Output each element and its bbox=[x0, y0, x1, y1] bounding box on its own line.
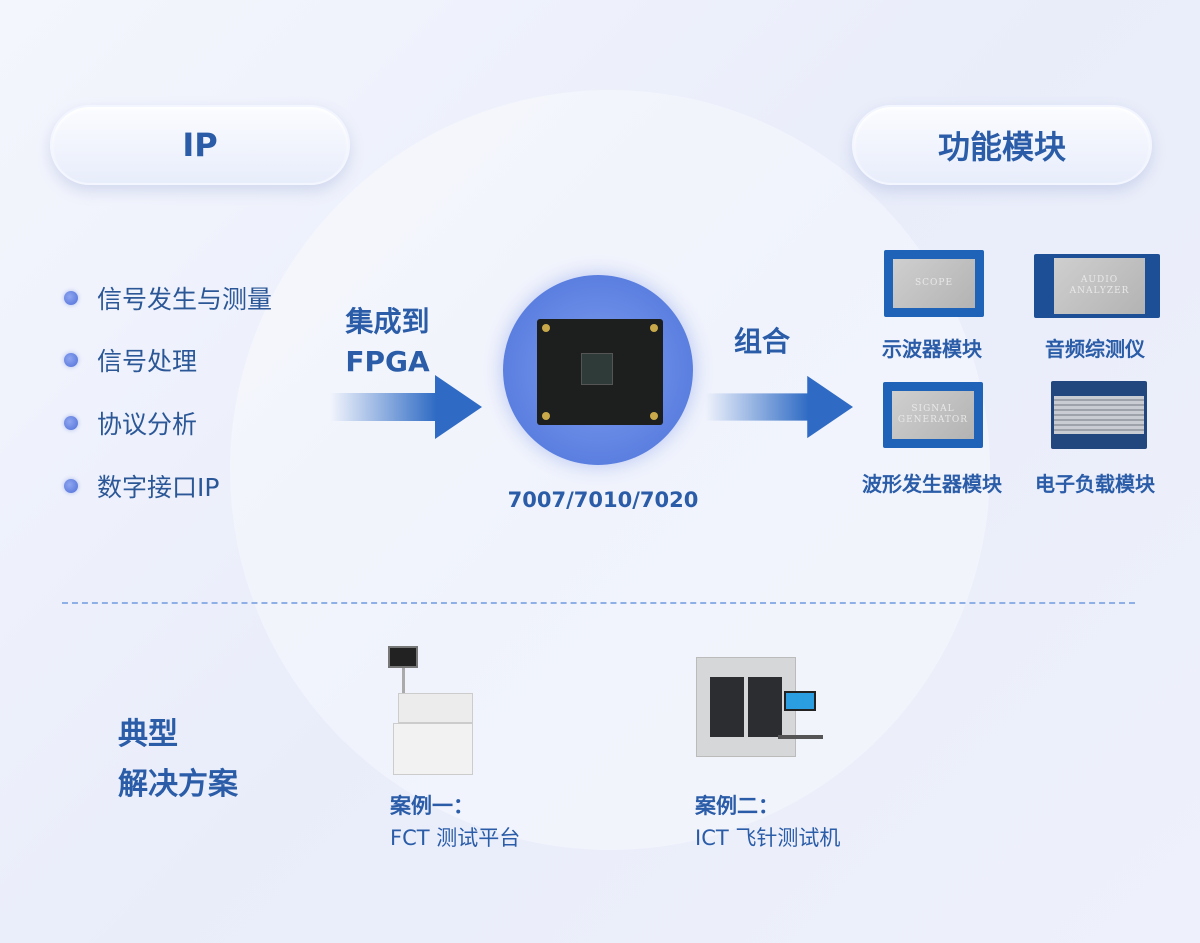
ict-machine-image bbox=[696, 657, 826, 767]
module-name: 电子负载模块 bbox=[1035, 472, 1155, 496]
case-name: ICT 飞针测试机 bbox=[695, 826, 841, 850]
modules-header: 功能模块 bbox=[937, 128, 1066, 166]
board-text: AUDIO ANALYZER bbox=[1054, 257, 1145, 315]
bullet-icon bbox=[64, 353, 78, 367]
fpga-board-image bbox=[537, 319, 663, 425]
scope-module-image: SCOPE bbox=[884, 250, 984, 317]
ip-header: IP bbox=[182, 126, 218, 164]
arrow-right-icon bbox=[330, 375, 482, 439]
audio-module-image: AUDIO ANALYZER bbox=[1034, 254, 1160, 318]
ip-item-label: 数字接口IP bbox=[97, 473, 220, 502]
arrow-right-icon bbox=[705, 375, 853, 439]
bullet-icon bbox=[64, 291, 78, 305]
ip-list-item: 协议分析 bbox=[64, 405, 197, 441]
fpga-chip-circle bbox=[503, 275, 693, 465]
signal-generator-module-image: SIGNAL GENERATOR bbox=[883, 382, 983, 448]
module-name: 示波器模块 bbox=[882, 337, 982, 361]
ip-item-label: 信号处理 bbox=[97, 347, 198, 376]
board-text bbox=[1053, 395, 1145, 435]
combine-label: 组合 bbox=[733, 325, 790, 358]
module-name: 波形发生器模块 bbox=[862, 472, 1002, 496]
bullet-icon bbox=[64, 416, 78, 430]
case-title: 案例二： bbox=[695, 794, 779, 818]
background-circle bbox=[230, 90, 990, 850]
board-text: SCOPE bbox=[893, 259, 975, 308]
bullet-icon bbox=[64, 479, 78, 493]
fpga-chip bbox=[581, 353, 613, 385]
ip-list-item: 数字接口IP bbox=[64, 468, 219, 504]
divider bbox=[62, 602, 1135, 604]
fct-machine-image bbox=[388, 643, 478, 780]
ip-list-item: 信号处理 bbox=[64, 342, 197, 378]
ip-item-label: 协议分析 bbox=[97, 410, 198, 439]
ip-list-item: 信号发生与测量 bbox=[64, 280, 272, 316]
electronic-load-module-image bbox=[1051, 381, 1147, 449]
case-name: FCT 测试平台 bbox=[390, 826, 521, 850]
integrate-line: FPGA bbox=[345, 345, 430, 378]
chip-models-label: 7007/7010/7020 bbox=[507, 488, 699, 512]
solutions-line: 解决方案 bbox=[118, 767, 238, 802]
solutions-line: 典型 bbox=[118, 717, 178, 752]
modules-header-pill: 功能模块 bbox=[852, 105, 1152, 185]
integrate-label: 集成到 FPGA bbox=[330, 302, 445, 382]
solutions-title: 典型解决方案 bbox=[118, 710, 238, 810]
module-name: 音频综测仪 bbox=[1045, 337, 1145, 361]
integrate-line: 集成到 bbox=[345, 305, 430, 338]
ip-header-pill: IP bbox=[50, 105, 350, 185]
board-text: SIGNAL GENERATOR bbox=[892, 391, 974, 439]
case-title: 案例一： bbox=[390, 794, 474, 818]
ip-item-label: 信号发生与测量 bbox=[97, 285, 273, 314]
